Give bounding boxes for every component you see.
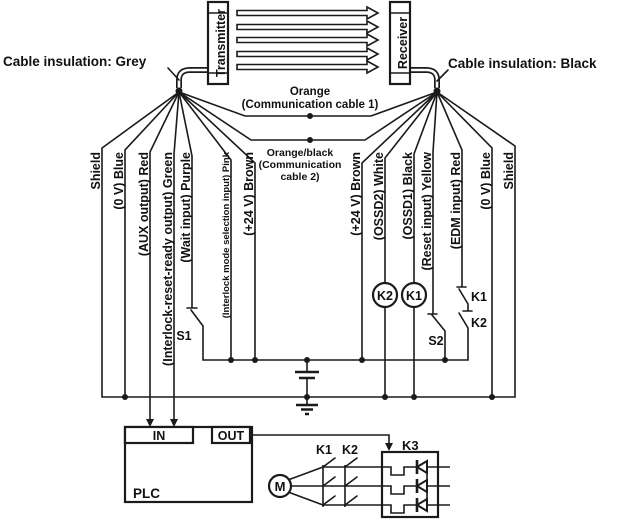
motor-circuit: M K1 K2 <box>267 443 382 507</box>
wire-label-aux-red: (AUX output) Red <box>137 152 151 256</box>
wire-label-reset-yellow: (Reset input) Yellow <box>420 152 434 271</box>
edm-contacts: K1 K2 <box>456 286 487 330</box>
wire-label-interlock-mode-pink: (Interlock mode selection input) Pink <box>221 151 232 318</box>
wire-label-0v-blue-left: (0 V) Blue <box>112 152 126 210</box>
right-wire-labels: (+24 V) Brown (OSSD2) White (OSSD1) Blac… <box>349 152 516 271</box>
k1-relay-coil: K1 <box>400 281 428 309</box>
plc-name-label: PLC <box>133 486 160 501</box>
cable-grey-pointer <box>167 67 180 81</box>
wire-label-wait-purple: (Wait input) Purple <box>179 152 193 263</box>
light-beam-arrows <box>236 5 380 75</box>
wire-label-edm-red: (EDM input) Red <box>449 152 463 249</box>
wire-label-shield-right: Shield <box>502 152 516 190</box>
comm2-label-1: Orange/black <box>267 147 334 159</box>
plc-out-line: K3 <box>250 434 419 453</box>
earth-ground <box>295 360 319 416</box>
left-wires <box>101 91 516 420</box>
receiver-unit: Receiver <box>388 0 412 86</box>
comm2-label-2: (Communication <box>259 159 342 171</box>
communication-cables: Orange (Communication cable 1) Orange/bl… <box>178 86 438 183</box>
plus24v-bus <box>203 328 469 363</box>
wire-label-shield-left: Shield <box>89 152 103 190</box>
k3-relay-box <box>380 450 450 519</box>
k3-label: K3 <box>402 438 419 453</box>
left-wire-labels: Shield (0 V) Blue (AUX output) Red (Inte… <box>89 151 256 366</box>
receiver-label: Receiver <box>396 17 410 69</box>
edm-k2-label: K2 <box>471 316 487 330</box>
cable-insulation-callouts: Cable insulation: Grey Cable insulation:… <box>3 54 597 82</box>
s2-switch: S2 <box>427 313 446 361</box>
contact-k2-label: K2 <box>342 443 358 457</box>
wire-label-interlock-ready-green: (Interlock-reset-ready output) Green <box>161 152 175 366</box>
edm-k1-label: K1 <box>471 290 487 304</box>
plc-in-label: IN <box>153 429 166 443</box>
contact-k1-label: K1 <box>316 443 332 457</box>
comm1-label-1: Orange <box>290 86 330 98</box>
s1-switch: S1 <box>176 307 204 361</box>
transmitter-unit: Transmitter <box>206 0 230 86</box>
transmitter-label: Transmitter <box>214 9 228 77</box>
cable-black-pointer <box>436 69 449 82</box>
k1-coil-label: K1 <box>406 289 422 303</box>
plc-out-label: OUT <box>218 429 245 443</box>
cable-black-label: Cable insulation: Black <box>448 56 597 71</box>
comm1-label-2: (Communication cable 1) <box>242 99 379 111</box>
cable-grey-label: Cable insulation: Grey <box>3 54 147 69</box>
wire-label-24v-brown-right: (+24 V) Brown <box>349 152 363 236</box>
k2-coil-label: K2 <box>377 289 393 303</box>
motor-label: M <box>275 479 286 494</box>
k2-relay-coil: K2 <box>371 281 399 309</box>
right-wires <box>361 91 493 397</box>
wire-label-ossd1-black: (OSSD1) Black <box>401 152 415 240</box>
s2-label: S2 <box>428 334 443 348</box>
plc-unit: IN OUT PLC <box>123 419 254 504</box>
wire-label-0v-blue-right: (0 V) Blue <box>479 152 493 210</box>
wire-label-ossd2-white: (OSSD2) White <box>372 152 386 240</box>
s1-label: S1 <box>176 329 191 343</box>
wire-label-24v-brown-left: (+24 V) Brown <box>242 152 256 236</box>
comm2-label-3: cable 2) <box>280 171 319 183</box>
